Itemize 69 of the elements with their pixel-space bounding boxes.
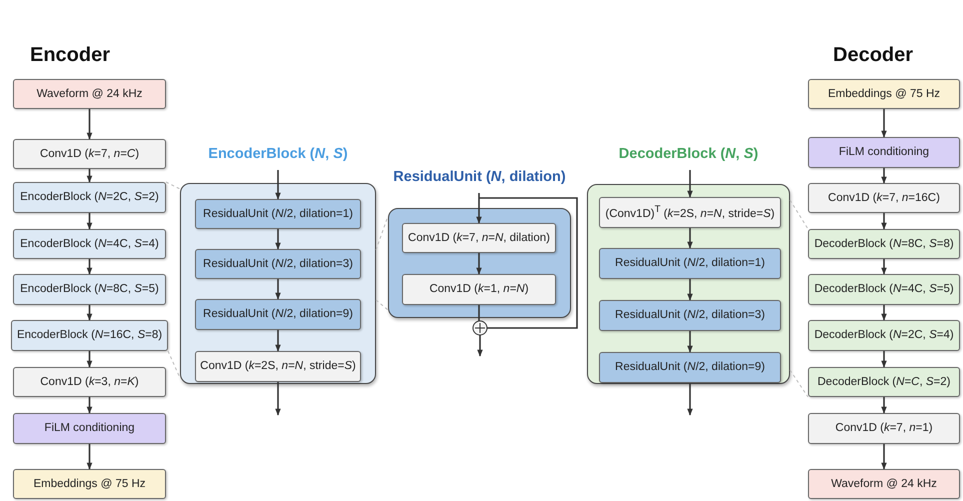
layer-box: DecoderBlock (N=4C, S=5) — [808, 274, 960, 305]
connector-line — [478, 305, 480, 321]
panel-heading: EncoderBlock (N, S) — [207, 146, 349, 162]
arrow — [687, 279, 693, 301]
layer-box: ResidualUnit (N/2, dilation=3) — [195, 249, 361, 279]
layer-box: DecoderBlock (N=2C, S=4) — [808, 320, 960, 351]
layer-box: (Conv1D)$^{T}$ (k=2S, n=N, stride=S) — [599, 197, 781, 228]
layer-box: FiLM conditioning — [13, 413, 166, 444]
arrow — [881, 444, 887, 470]
layer-box: Embeddings @ 75 Hz — [13, 469, 166, 499]
arrow — [476, 193, 482, 224]
layer-box: ResidualUnit (N/2, dilation=9) — [195, 299, 361, 330]
sum-junction — [472, 320, 488, 336]
layer-box: Embeddings @ 75 Hz — [808, 79, 960, 109]
layer-box: EncoderBlock (N=8C, S=5) — [13, 274, 166, 305]
connector-line — [480, 197, 578, 329]
zoom-guide-line — [168, 350, 180, 378]
arrow — [86, 397, 92, 414]
layer-box: ResidualUnit (N/2, dilation=3) — [599, 300, 781, 331]
layer-box: EncoderBlock (N=4C, S=4) — [13, 229, 166, 259]
arrow — [86, 259, 92, 275]
arrow — [86, 351, 92, 368]
arrow — [881, 213, 887, 230]
arrow — [881, 397, 887, 414]
arrow — [881, 168, 887, 184]
layer-box: DecoderBlock (N=8C, S=8) — [808, 229, 960, 259]
layer-box: Conv1D (k=7, n=C) — [13, 139, 166, 169]
layer-box: Conv1D (k=1, n=N) — [402, 274, 556, 305]
layer-box: EncoderBlock (N=16C, S=8) — [11, 320, 168, 351]
zoom-guide-line — [166, 182, 180, 190]
arrow — [687, 228, 693, 249]
zoom-guide-line — [376, 300, 388, 310]
arrow — [86, 169, 92, 183]
arrow — [687, 383, 693, 416]
panel-heading: ResidualUnit (N, dilation) — [392, 169, 567, 185]
layer-box: FiLM conditioning — [808, 137, 960, 168]
arrow — [275, 330, 281, 352]
arrow — [86, 213, 92, 230]
layer-box: DecoderBlock (N=C, S=2) — [808, 367, 960, 397]
arrow — [275, 170, 281, 200]
arrow — [275, 279, 281, 300]
layer-box: EncoderBlock (N=2C, S=2) — [13, 182, 166, 213]
arrow — [275, 382, 281, 416]
arrow — [476, 253, 482, 275]
layer-box: Conv1D (k=7, n=1) — [808, 413, 960, 444]
arrow — [881, 305, 887, 321]
layer-box: Conv1D (k=7, n=16C) — [808, 183, 960, 213]
layer-box: Conv1D (k=2S, n=N, stride=S) — [195, 351, 361, 382]
arrow — [86, 444, 92, 470]
layer-box: Waveform @ 24 kHz — [808, 469, 960, 499]
layer-box: ResidualUnit (N/2, dilation=9) — [599, 352, 781, 383]
arrow — [881, 259, 887, 275]
zoom-guide-line — [790, 370, 808, 398]
column-heading: Encoder — [30, 44, 110, 67]
arrow — [881, 351, 887, 368]
arrow — [86, 109, 92, 140]
column-heading: Decoder — [833, 44, 914, 67]
arrow — [86, 305, 92, 321]
layer-box: Waveform @ 24 kHz — [13, 79, 166, 109]
layer-box: Conv1D (k=7, n=N, dilation) — [402, 223, 556, 253]
layer-box: ResidualUnit (N/2, dilation=1) — [599, 248, 781, 279]
panel-heading: DecoderBlock (N, S) — [618, 146, 760, 162]
arrow — [687, 170, 693, 198]
layer-box: Conv1D (k=3, n=K) — [13, 367, 166, 397]
arrow — [477, 335, 483, 357]
arrow — [275, 229, 281, 250]
layer-box: ResidualUnit (N/2, dilation=1) — [195, 199, 361, 229]
arrow — [687, 331, 693, 353]
arrow — [881, 109, 887, 138]
